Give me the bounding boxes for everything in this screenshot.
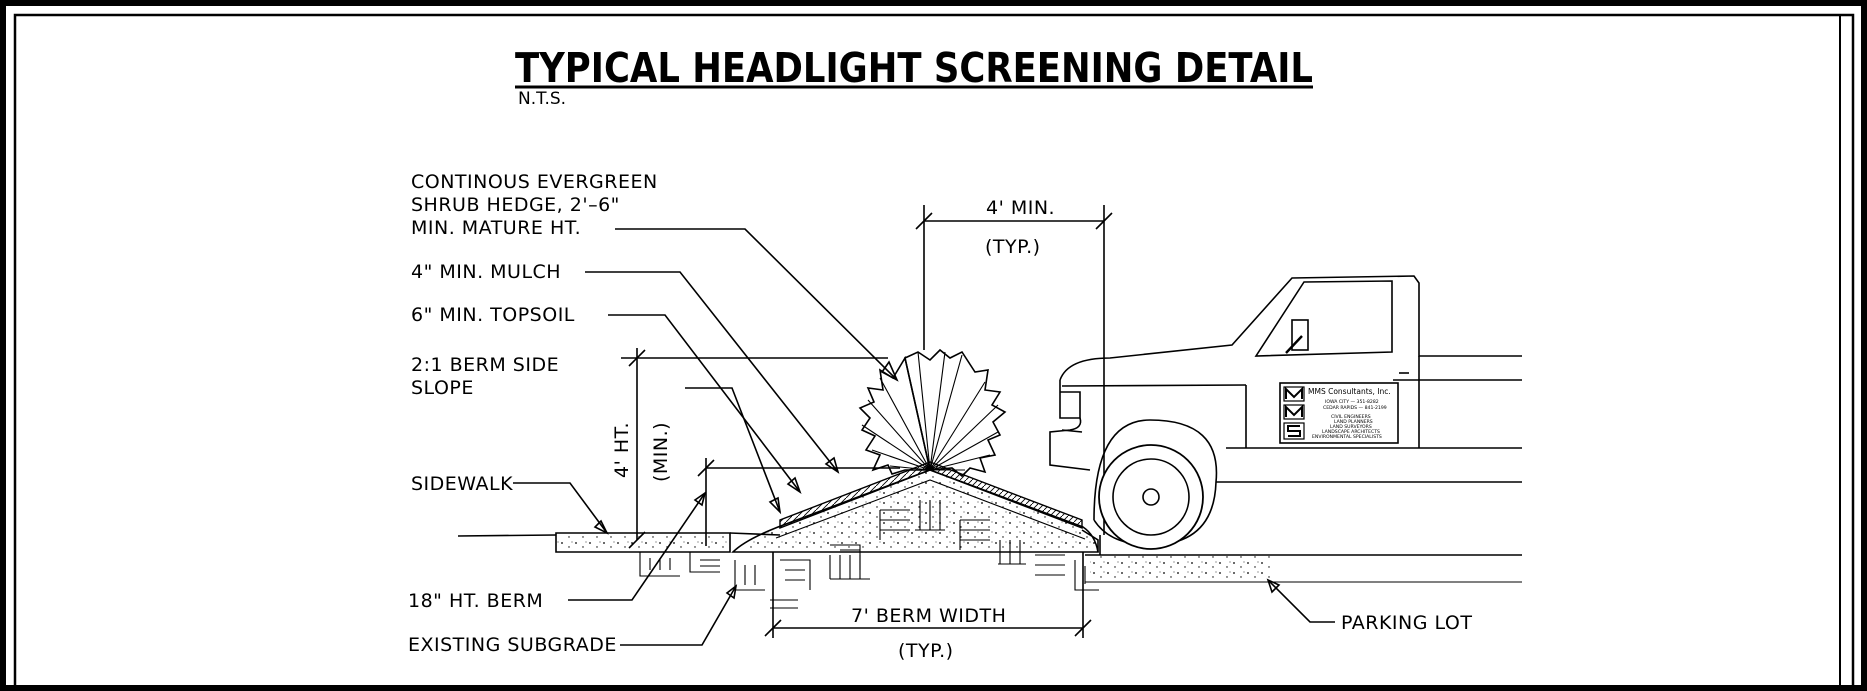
truck-icon: [1049, 275, 1522, 555]
label-mulch: 4" MIN. MULCH: [411, 261, 561, 283]
sign-line-1: IOWA CITY — 351-8282: [1325, 399, 1379, 405]
sign-line-3: CIVIL ENGINEERS: [1331, 414, 1371, 420]
dim-width-min: 4' MIN.: [986, 197, 1055, 219]
sign-line-6: LANDSCAPE ARCHITECTS: [1322, 429, 1380, 435]
berm: [729, 461, 1099, 553]
label-slope-1: 2:1 BERM SIDE: [411, 354, 559, 376]
label-berm-height: 18" HT. BERM: [408, 590, 543, 612]
ground-lines: [457, 532, 1522, 583]
dim-berm-width-typ: (TYP.): [898, 640, 954, 662]
label-parking: PARKING LOT: [1341, 612, 1472, 634]
sign-company: MMS Consultants, Inc.: [1308, 387, 1391, 396]
label-topsoil: 6" MIN. TOPSOIL: [411, 304, 575, 326]
dimensions: [621, 205, 1113, 638]
dim-width-typ: (TYP.): [985, 236, 1041, 258]
inner-border: [13, 13, 1855, 690]
shrub-icon: [858, 348, 1007, 478]
label-subgrade: EXISTING SUBGRADE: [408, 634, 617, 656]
dim-height: 4' HT.: [611, 422, 633, 478]
label-slope-2: SLOPE: [411, 377, 474, 399]
truck-sign: MMS Consultants, Inc. IOWA CITY — 351-82…: [1279, 382, 1399, 444]
dim-height-min: (MIN.): [650, 422, 672, 482]
leader-lines: [513, 228, 1335, 646]
label-hedge-2: SHRUB HEDGE, 2'–6": [411, 194, 620, 216]
sign-line-7: ENVIRONMENTAL SPECIALISTS: [1312, 434, 1382, 440]
label-hedge-1: CONTINOUS EVERGREEN: [411, 171, 658, 193]
page-title: TYPICAL HEADLIGHT SCREENING DETAIL: [515, 44, 1313, 92]
sign-line-4: LAND PLANNERS: [1334, 419, 1373, 425]
sign-line-2: CEDAR RAPIDS — 841-2199: [1323, 405, 1387, 411]
dim-berm-width: 7' BERM WIDTH: [851, 605, 1006, 627]
scale-note: N.T.S.: [518, 89, 566, 109]
label-sidewalk: SIDEWALK: [411, 473, 513, 495]
front-wheel: [1098, 444, 1204, 550]
sign-line-5: LAND SURVEYORS: [1330, 424, 1372, 430]
label-hedge-3: MIN. MATURE HT.: [411, 217, 581, 239]
